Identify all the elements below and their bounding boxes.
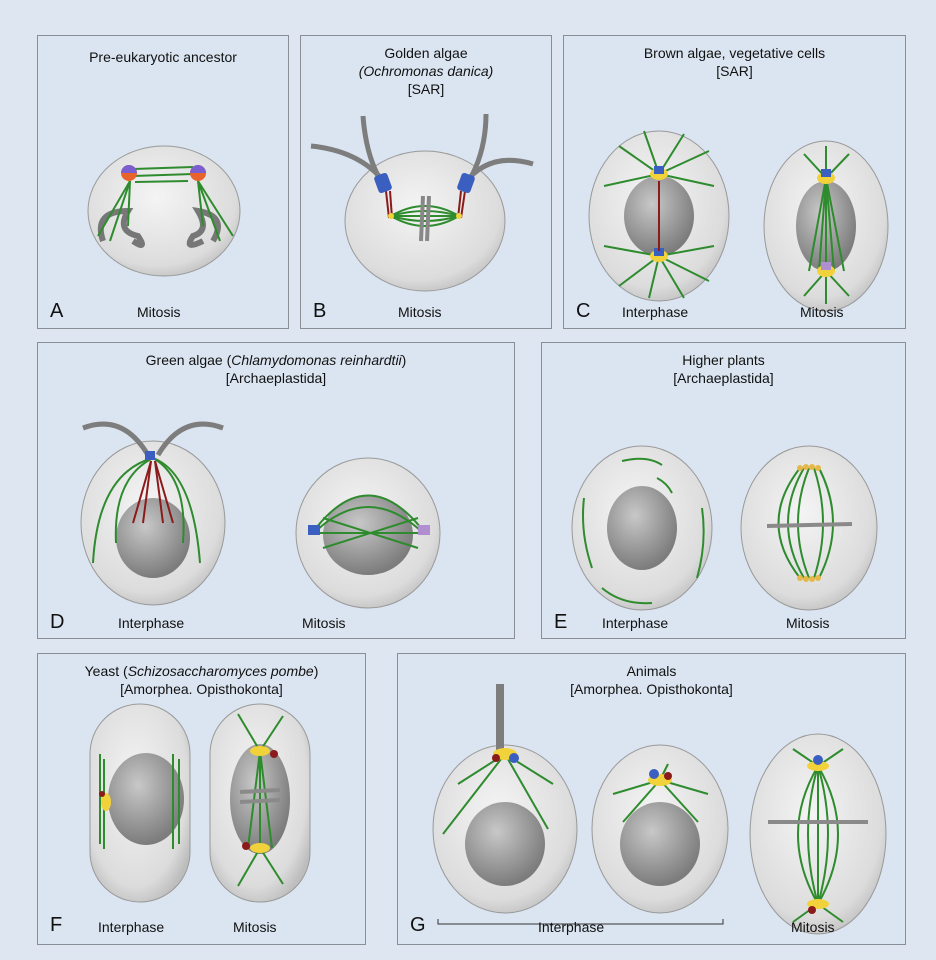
panel-d-label-mitosis: Mitosis <box>302 615 346 631</box>
panel-e-illustration <box>542 343 907 640</box>
panel-a: Pre-eukaryotic ancestor Mitosis A <box>37 35 289 329</box>
panel-d-illustration <box>38 343 516 640</box>
panel-c-letter: C <box>576 300 590 323</box>
panel-e: Higher plants [Archaeplastida] Interphas… <box>541 342 906 639</box>
panel-a-illustration <box>38 36 290 330</box>
panel-a-letter: A <box>50 300 63 323</box>
panel-g: Animals [Amorphea. Opisthokonta] Interph… <box>397 653 906 945</box>
panel-f-label-interphase: Interphase <box>98 919 164 935</box>
panel-b: Golden algae (Ochromonas danica) [SAR] M… <box>300 35 552 329</box>
panel-f-label-mitosis: Mitosis <box>233 919 277 935</box>
panel-c-label-interphase: Interphase <box>622 304 688 320</box>
panel-f-illustration <box>38 654 367 946</box>
panel-g-letter: G <box>410 914 426 937</box>
panel-d-letter: D <box>50 611 64 634</box>
panel-a-label-mitosis: Mitosis <box>137 304 181 320</box>
panel-c: Brown algae, vegetative cells [SAR] Inte… <box>563 35 906 329</box>
panel-e-label-mitosis: Mitosis <box>786 615 830 631</box>
panel-e-label-interphase: Interphase <box>602 615 668 631</box>
panel-g-illustration <box>398 654 907 946</box>
panel-b-illustration <box>301 36 553 330</box>
panel-c-label-mitosis: Mitosis <box>800 304 844 320</box>
panel-g-label-mitosis: Mitosis <box>791 919 835 935</box>
panel-b-label-mitosis: Mitosis <box>398 304 442 320</box>
panel-b-letter: B <box>313 300 326 323</box>
panel-d: Green algae (Chlamydomonas reinhardtii) … <box>37 342 515 639</box>
panel-f: Yeast (Schizosaccharomyces pombe) [Amorp… <box>37 653 366 945</box>
panel-g-label-interphase: Interphase <box>538 919 604 935</box>
panel-d-label-interphase: Interphase <box>118 615 184 631</box>
panel-f-letter: F <box>50 914 62 937</box>
panel-e-letter: E <box>554 611 567 634</box>
panel-c-illustration <box>564 36 907 330</box>
